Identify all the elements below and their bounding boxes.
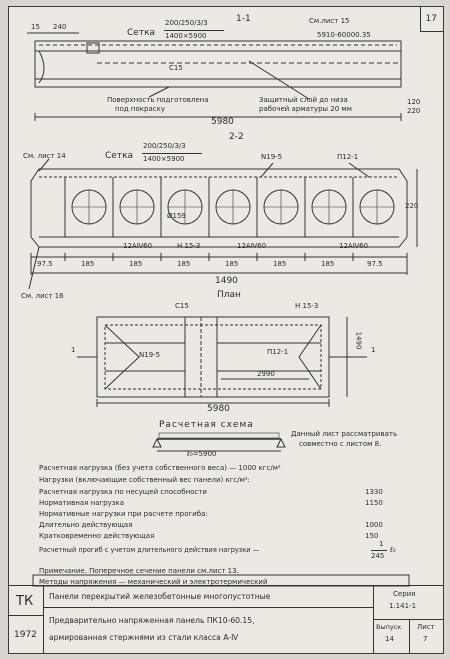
dim-185-4: 185 (225, 260, 239, 268)
dim-120: 120 (407, 98, 421, 106)
surface-note-line2: под покраску (115, 105, 165, 113)
title-block-year: 1972 (14, 630, 37, 640)
plan-h15-3: Н 15-3 (295, 302, 319, 310)
load-row-5-label: Кратковременно действующая (39, 532, 155, 540)
section-1-1-ref-code: 5910-60000.35 (317, 31, 371, 39)
note: Примечание. Поперечное сечение панели см… (39, 567, 239, 575)
section-1-1-slab (34, 40, 402, 88)
plan-slab (96, 316, 330, 398)
plan-mark-1-left: 1 (71, 346, 76, 354)
dim-185-5: 185 (273, 260, 287, 268)
section-1-1-length: 5980 (211, 117, 234, 127)
load-row-2-label: Нормативная нагрузка (39, 499, 124, 507)
cover-note-line1: Защитный слой до низа (259, 96, 348, 104)
plan-c15: С15 (175, 302, 189, 310)
sheet-number: 17 (425, 14, 437, 24)
label-h15-3: Н 15-3 (177, 242, 201, 250)
series-label: Серия (393, 590, 416, 598)
bar-label-c: 12АⅣ60 (339, 242, 369, 250)
load-row-1-label: Расчетная нагрузка по несущей способност… (39, 488, 207, 496)
section-2-2-title: 2-2 (229, 132, 244, 142)
load-row-3-label: Нормативные нагрузки при расчете прогиба… (39, 510, 208, 518)
title-block-line2: Предварительно напряженная панель ПК10-6… (49, 616, 255, 625)
plan-p12-1: П12-1 (267, 348, 289, 356)
dim-15: 15 (31, 23, 40, 31)
dim-97-5-right: 97.5 (367, 260, 383, 268)
load-row-4-label: Длительно действующая (39, 521, 133, 529)
dim-185-3: 185 (177, 260, 191, 268)
load-row-5-value: 150 (365, 532, 379, 540)
scheme-note-line1: Данный лист рассматривать (291, 430, 398, 438)
scheme-note-line2: совместно с листом 8. (299, 440, 382, 448)
scheme-span: ℓ₀=5900 (187, 450, 217, 458)
section-1-1-title: 1-1 (236, 14, 251, 24)
sheet-ref-16: См. лист 16 (21, 292, 64, 300)
deflection-num: 1 (379, 540, 384, 548)
deflection-den: 245 (371, 552, 385, 560)
label-n19-5: N19-5 (261, 153, 283, 161)
title-block-line3: армированная стержнями из стали класса А… (49, 633, 239, 642)
title-block-line1: Панели перекрытий железобетонные многопу… (49, 592, 271, 601)
plan-n19-5: N19-5 (139, 351, 161, 359)
dim-220: 220 (407, 107, 421, 115)
calc-load: Расчетная нагрузка (без учета собственно… (39, 464, 281, 472)
plan-length: 5980 (207, 404, 230, 414)
section-2-2-mesh-top: 200/250/3/3 (143, 142, 186, 150)
plan-dim-2990: 2990 (257, 370, 275, 378)
section-2-2-total-width: 1490 (215, 276, 238, 286)
section-1-1-mesh-bottom: 1400×5900 (165, 32, 207, 40)
section-2-2-height: 220 (405, 202, 419, 210)
series-value: 1.141-1 (389, 602, 417, 610)
dim-185-1: 185 (81, 260, 95, 268)
section-1-1-c15: С15 (169, 64, 183, 72)
section-1-1-mesh-label: Сетка (127, 28, 156, 38)
load-row-2-value: 1150 (365, 499, 383, 507)
dim-185-2: 185 (129, 260, 143, 268)
section-1-1-mesh-top: 200/250/3/3 (165, 19, 208, 27)
dim-97-5-left: 97.5 (37, 260, 53, 268)
section-1-1-sheet-ref: См.лист 15 (309, 17, 350, 25)
tension-method: Методы напряжения — механический и элект… (39, 578, 268, 586)
section-2-2-mesh-bottom: 1400×5900 (143, 155, 185, 163)
bar-label-b: 12АⅣ60 (237, 242, 267, 250)
diameter-label: Ø159 (167, 212, 186, 220)
plan-title: План (217, 290, 241, 300)
sheet-label: Лист (417, 623, 435, 631)
section-2-2-slab (30, 168, 408, 248)
dim-185-6: 185 (321, 260, 335, 268)
sheet-number-box (420, 7, 443, 32)
deflection-unit: ℓ₀ (390, 546, 396, 554)
loads-header: Нагрузки (включающие собственный вес пан… (39, 476, 251, 484)
plan-mark-1-right: 1 (371, 346, 376, 354)
surface-note-line1: Поверхность подготовлена (107, 96, 209, 104)
load-row-4-value: 1000 (365, 521, 383, 529)
drawing-sheet: 17 1-1 Сетка 200/250/3/3 1400×5900 См.ли… (8, 6, 444, 654)
drawing-geometry (27, 32, 418, 587)
load-row-1-value: 1330 (365, 488, 383, 496)
bar-label-a: 12АⅣ60 (123, 242, 153, 250)
dim-240: 240 (53, 23, 67, 31)
issue-value: 14 (385, 635, 394, 643)
cover-note-line2: рабочей арматуры 20 мм (259, 105, 352, 113)
sheet-ref-14: См. лист 14 (23, 152, 66, 160)
issue-label: Выпуск (376, 623, 402, 631)
scheme-title: Расчетная схема (159, 420, 254, 430)
label-p12-1: П12-1 (337, 153, 359, 161)
section-2-2-mesh-label: Сетка (105, 151, 134, 161)
deflection-label: Расчетный прогиб с учетом длительного де… (39, 546, 260, 554)
title-block-tk: ТК (16, 594, 34, 609)
sheet-value: 7 (423, 635, 428, 643)
